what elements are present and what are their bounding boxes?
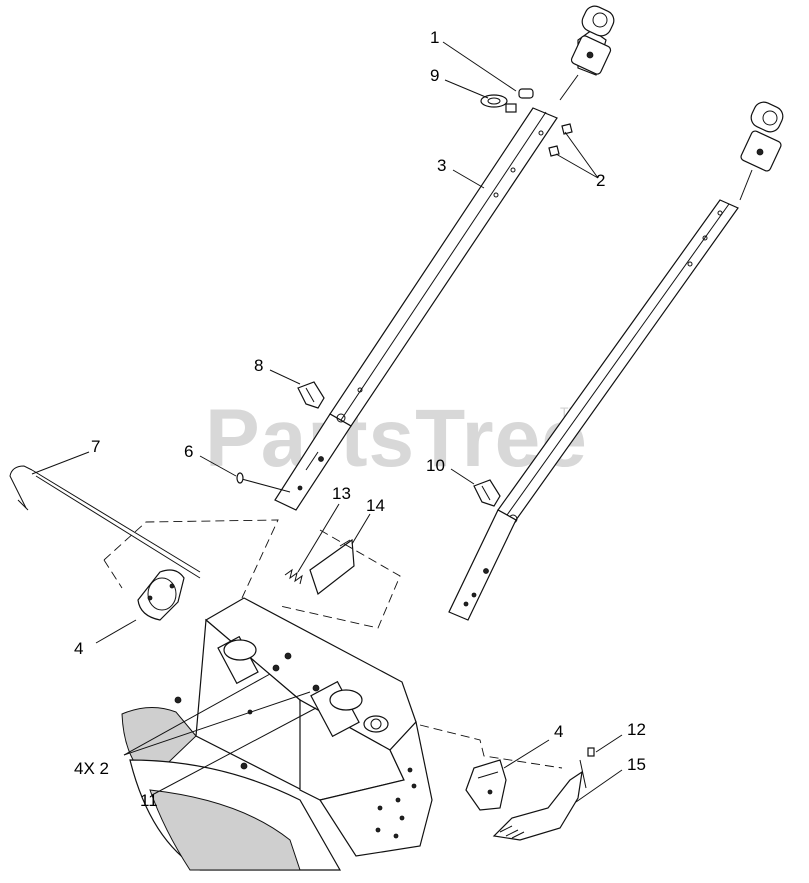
bolt-6 xyxy=(236,472,291,493)
callout-1: 1 xyxy=(430,28,440,47)
upper-handle-right xyxy=(448,101,784,621)
callout-3: 3 xyxy=(437,156,447,175)
cable-guide-10 xyxy=(473,479,501,507)
mower-housing-frame xyxy=(121,597,433,871)
bracket-14 xyxy=(309,538,355,595)
callout-11: 11 xyxy=(140,791,158,810)
callout-12: 12 xyxy=(627,720,646,739)
callout-6: 6 xyxy=(184,442,194,461)
callout-13: 13 xyxy=(332,484,351,503)
callout-10: 10 xyxy=(426,456,445,475)
callout-9: 9 xyxy=(430,66,440,85)
lever-15 xyxy=(492,747,595,841)
cable-guide-8 xyxy=(297,381,325,409)
callout-7: 7 xyxy=(91,437,101,456)
callout-leader-lines xyxy=(31,41,623,803)
upper-handle-left xyxy=(274,5,615,511)
callout-4-right: 4 xyxy=(554,722,564,741)
callout-2: 2 xyxy=(596,171,606,190)
callout-14: 14 xyxy=(366,496,385,515)
spring-13 xyxy=(284,568,303,585)
assembly-dashed-lines xyxy=(103,519,563,769)
handle-bushing-left-4 xyxy=(137,569,185,621)
callout-15: 15 xyxy=(627,755,646,774)
callout-4x2: 4X 2 xyxy=(74,759,109,778)
callout-8: 8 xyxy=(254,356,264,375)
callout-4-left: 4 xyxy=(74,639,84,658)
handle-bushing-right-4 xyxy=(465,759,507,811)
chute-control-rod-7 xyxy=(9,465,201,579)
